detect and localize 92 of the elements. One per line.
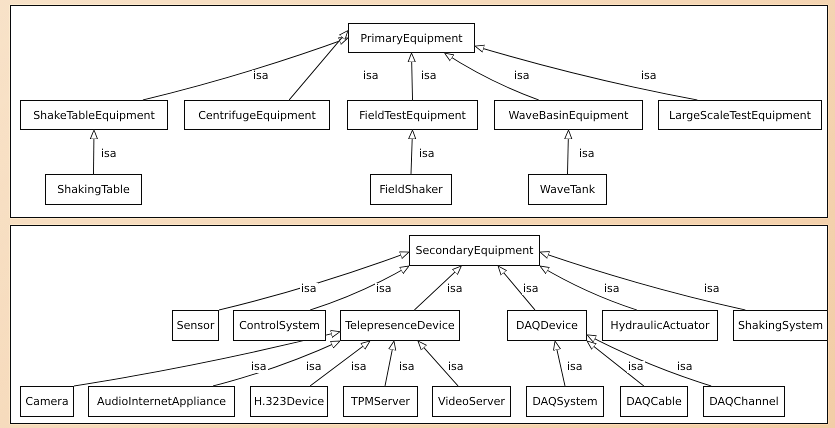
edge-label: isa xyxy=(362,70,380,82)
class-name: Sensor xyxy=(176,319,214,332)
class-box xyxy=(733,310,828,341)
class-name: DAQChannel xyxy=(709,395,779,408)
edge-label: isa xyxy=(250,361,268,373)
edge-label: isa xyxy=(418,148,436,160)
generalization-arrow xyxy=(288,30,348,100)
class-name: WaveBasinEquipment xyxy=(508,108,628,122)
class-name: FieldTestEquipment xyxy=(359,108,466,122)
class-box xyxy=(172,310,219,341)
generalization-arrow xyxy=(498,266,536,310)
class-box xyxy=(602,310,718,341)
class-box xyxy=(250,386,328,417)
edge-label: isa xyxy=(522,283,540,295)
class-box xyxy=(45,174,142,205)
generalization-arrow xyxy=(540,266,638,310)
generalization-arrow xyxy=(553,340,566,386)
class-box xyxy=(409,235,540,266)
class-box xyxy=(507,310,587,341)
edge-label: isa xyxy=(100,148,118,160)
edge-label: isa xyxy=(627,361,645,373)
class-name: DAQSystem xyxy=(532,395,598,408)
edge-label: isa xyxy=(375,283,393,295)
class-box xyxy=(370,174,452,205)
class-name: ShakingSystem xyxy=(738,319,824,332)
class-box xyxy=(432,386,511,417)
class-name: VideoServer xyxy=(438,395,505,408)
class-box xyxy=(340,310,460,341)
class-name: FieldShaker xyxy=(379,183,443,196)
class-name: DAQDevice xyxy=(516,319,578,332)
class-box xyxy=(348,23,475,53)
class-name: WaveTank xyxy=(540,183,596,196)
generalization-arrow xyxy=(540,251,746,310)
class-box xyxy=(20,100,168,130)
generalization-arrow xyxy=(310,340,370,386)
class-box xyxy=(20,386,74,417)
edge-label: isa xyxy=(446,283,464,295)
edge-label: isa xyxy=(640,70,658,82)
class-box xyxy=(703,386,785,417)
class-box xyxy=(343,386,418,417)
class-box xyxy=(528,174,607,205)
generalization-arrow xyxy=(586,340,644,386)
class-name: TelepresenceDevice xyxy=(345,319,455,332)
class-name: AudioInternetAppliance xyxy=(96,395,226,408)
generalization-arrow xyxy=(310,266,410,310)
class-name: ShakeTableEquipment xyxy=(33,108,155,122)
class-name: PrimaryEquipment xyxy=(360,32,463,44)
generalization-arrow xyxy=(418,340,459,386)
edge-label: isa xyxy=(513,70,531,82)
class-box xyxy=(233,310,326,341)
class-name: ControlSystem xyxy=(239,319,320,332)
generalization-arrow xyxy=(414,266,462,310)
edge-label: isa xyxy=(566,361,584,373)
class-box xyxy=(526,386,604,417)
generalization-arrow xyxy=(74,330,340,386)
class-box xyxy=(347,100,478,130)
edge-label: isa xyxy=(703,283,721,295)
class-box xyxy=(658,100,822,130)
class-box xyxy=(184,100,330,130)
class-name: CentrifugeEquipment xyxy=(198,108,316,122)
generalization-arrow xyxy=(444,52,540,100)
generalization-arrow xyxy=(212,340,340,386)
generalization-arrow xyxy=(90,130,98,174)
generalization-arrow xyxy=(384,340,396,386)
class-box xyxy=(620,386,688,417)
edge-label: isa xyxy=(300,283,318,295)
class-name: HydraulicActuator xyxy=(610,319,710,332)
generalization-arrow xyxy=(142,37,348,100)
class-name: ShakingTable xyxy=(57,183,130,196)
edge-label: isa xyxy=(252,70,270,82)
class-name: DAQCable xyxy=(626,395,682,408)
generalization-arrow xyxy=(586,334,712,386)
edge-label: isa xyxy=(398,361,416,373)
edge-label: isa xyxy=(603,283,621,295)
class-name: TPMServer xyxy=(351,395,410,408)
generalization-arrow xyxy=(408,52,416,100)
edge-label: isa xyxy=(578,148,596,160)
class-box xyxy=(88,386,235,417)
generalization-arrow xyxy=(564,130,572,174)
class-name: SecondaryEquipment xyxy=(416,244,534,257)
edge-label: isa xyxy=(676,361,694,373)
edge-label: isa xyxy=(350,361,368,373)
edge-label: isa xyxy=(420,70,438,82)
generalization-arrow xyxy=(474,44,698,100)
class-name: H.323Device xyxy=(254,395,324,408)
edge-label: isa xyxy=(305,361,323,373)
class-name: Camera xyxy=(25,395,69,408)
generalization-arrow xyxy=(218,251,410,310)
class-box xyxy=(494,100,643,130)
class-name: LargeScaleTestEquipment xyxy=(669,108,811,122)
edge-label: isa xyxy=(447,361,465,373)
generalization-arrow xyxy=(408,130,416,174)
